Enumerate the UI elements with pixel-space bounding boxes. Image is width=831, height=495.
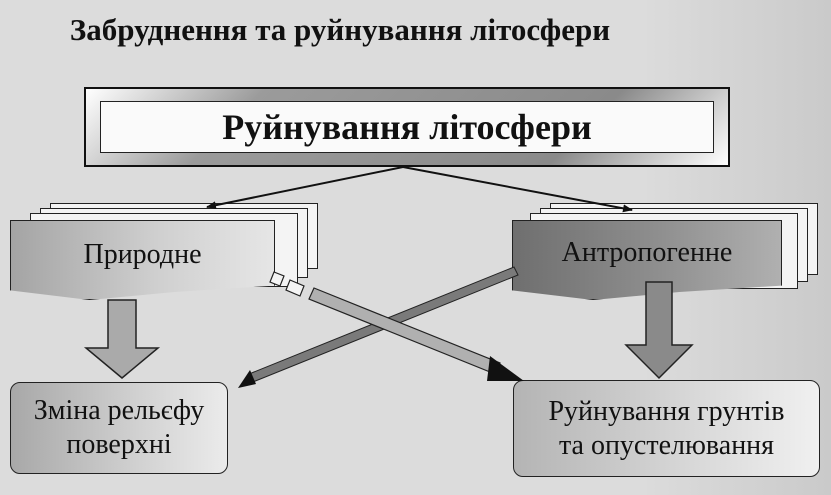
result-soil-destruction: Руйнування грунтів та опустелювання [513,380,820,477]
result-soil-destruction-line2: та опустелювання [558,429,775,461]
category-natural: Природне [10,220,275,300]
arrow-main-to-anthropogenic [402,166,633,213]
arrow-natural-to-soil [308,287,501,375]
page-title: Забруднення та руйнування літосфери [69,12,611,47]
arrow-anthropogenic-to-soil [624,281,694,380]
result-relief-change: Зміна рельєфу поверхні [10,382,228,474]
category-natural-label: Природне [83,239,202,270]
main-concept-label: Руйнування літосфери [100,101,714,153]
main-concept-box: Руйнування літосфери [84,87,730,167]
arrow-natural-to-soil-dash1 [269,271,285,287]
arrow-main-to-natural [206,166,404,210]
arrow-natural-to-soil-dash2 [285,279,305,297]
result-relief-change-line2: поверхні [66,429,172,460]
result-relief-change-line1: Зміна рельєфу [33,395,205,427]
result-soil-destruction-line1: Руйнування грунтів [548,395,785,427]
category-anthropogenic-label: Антропогенне [561,237,733,268]
arrow-natural-to-relief [83,299,161,379]
